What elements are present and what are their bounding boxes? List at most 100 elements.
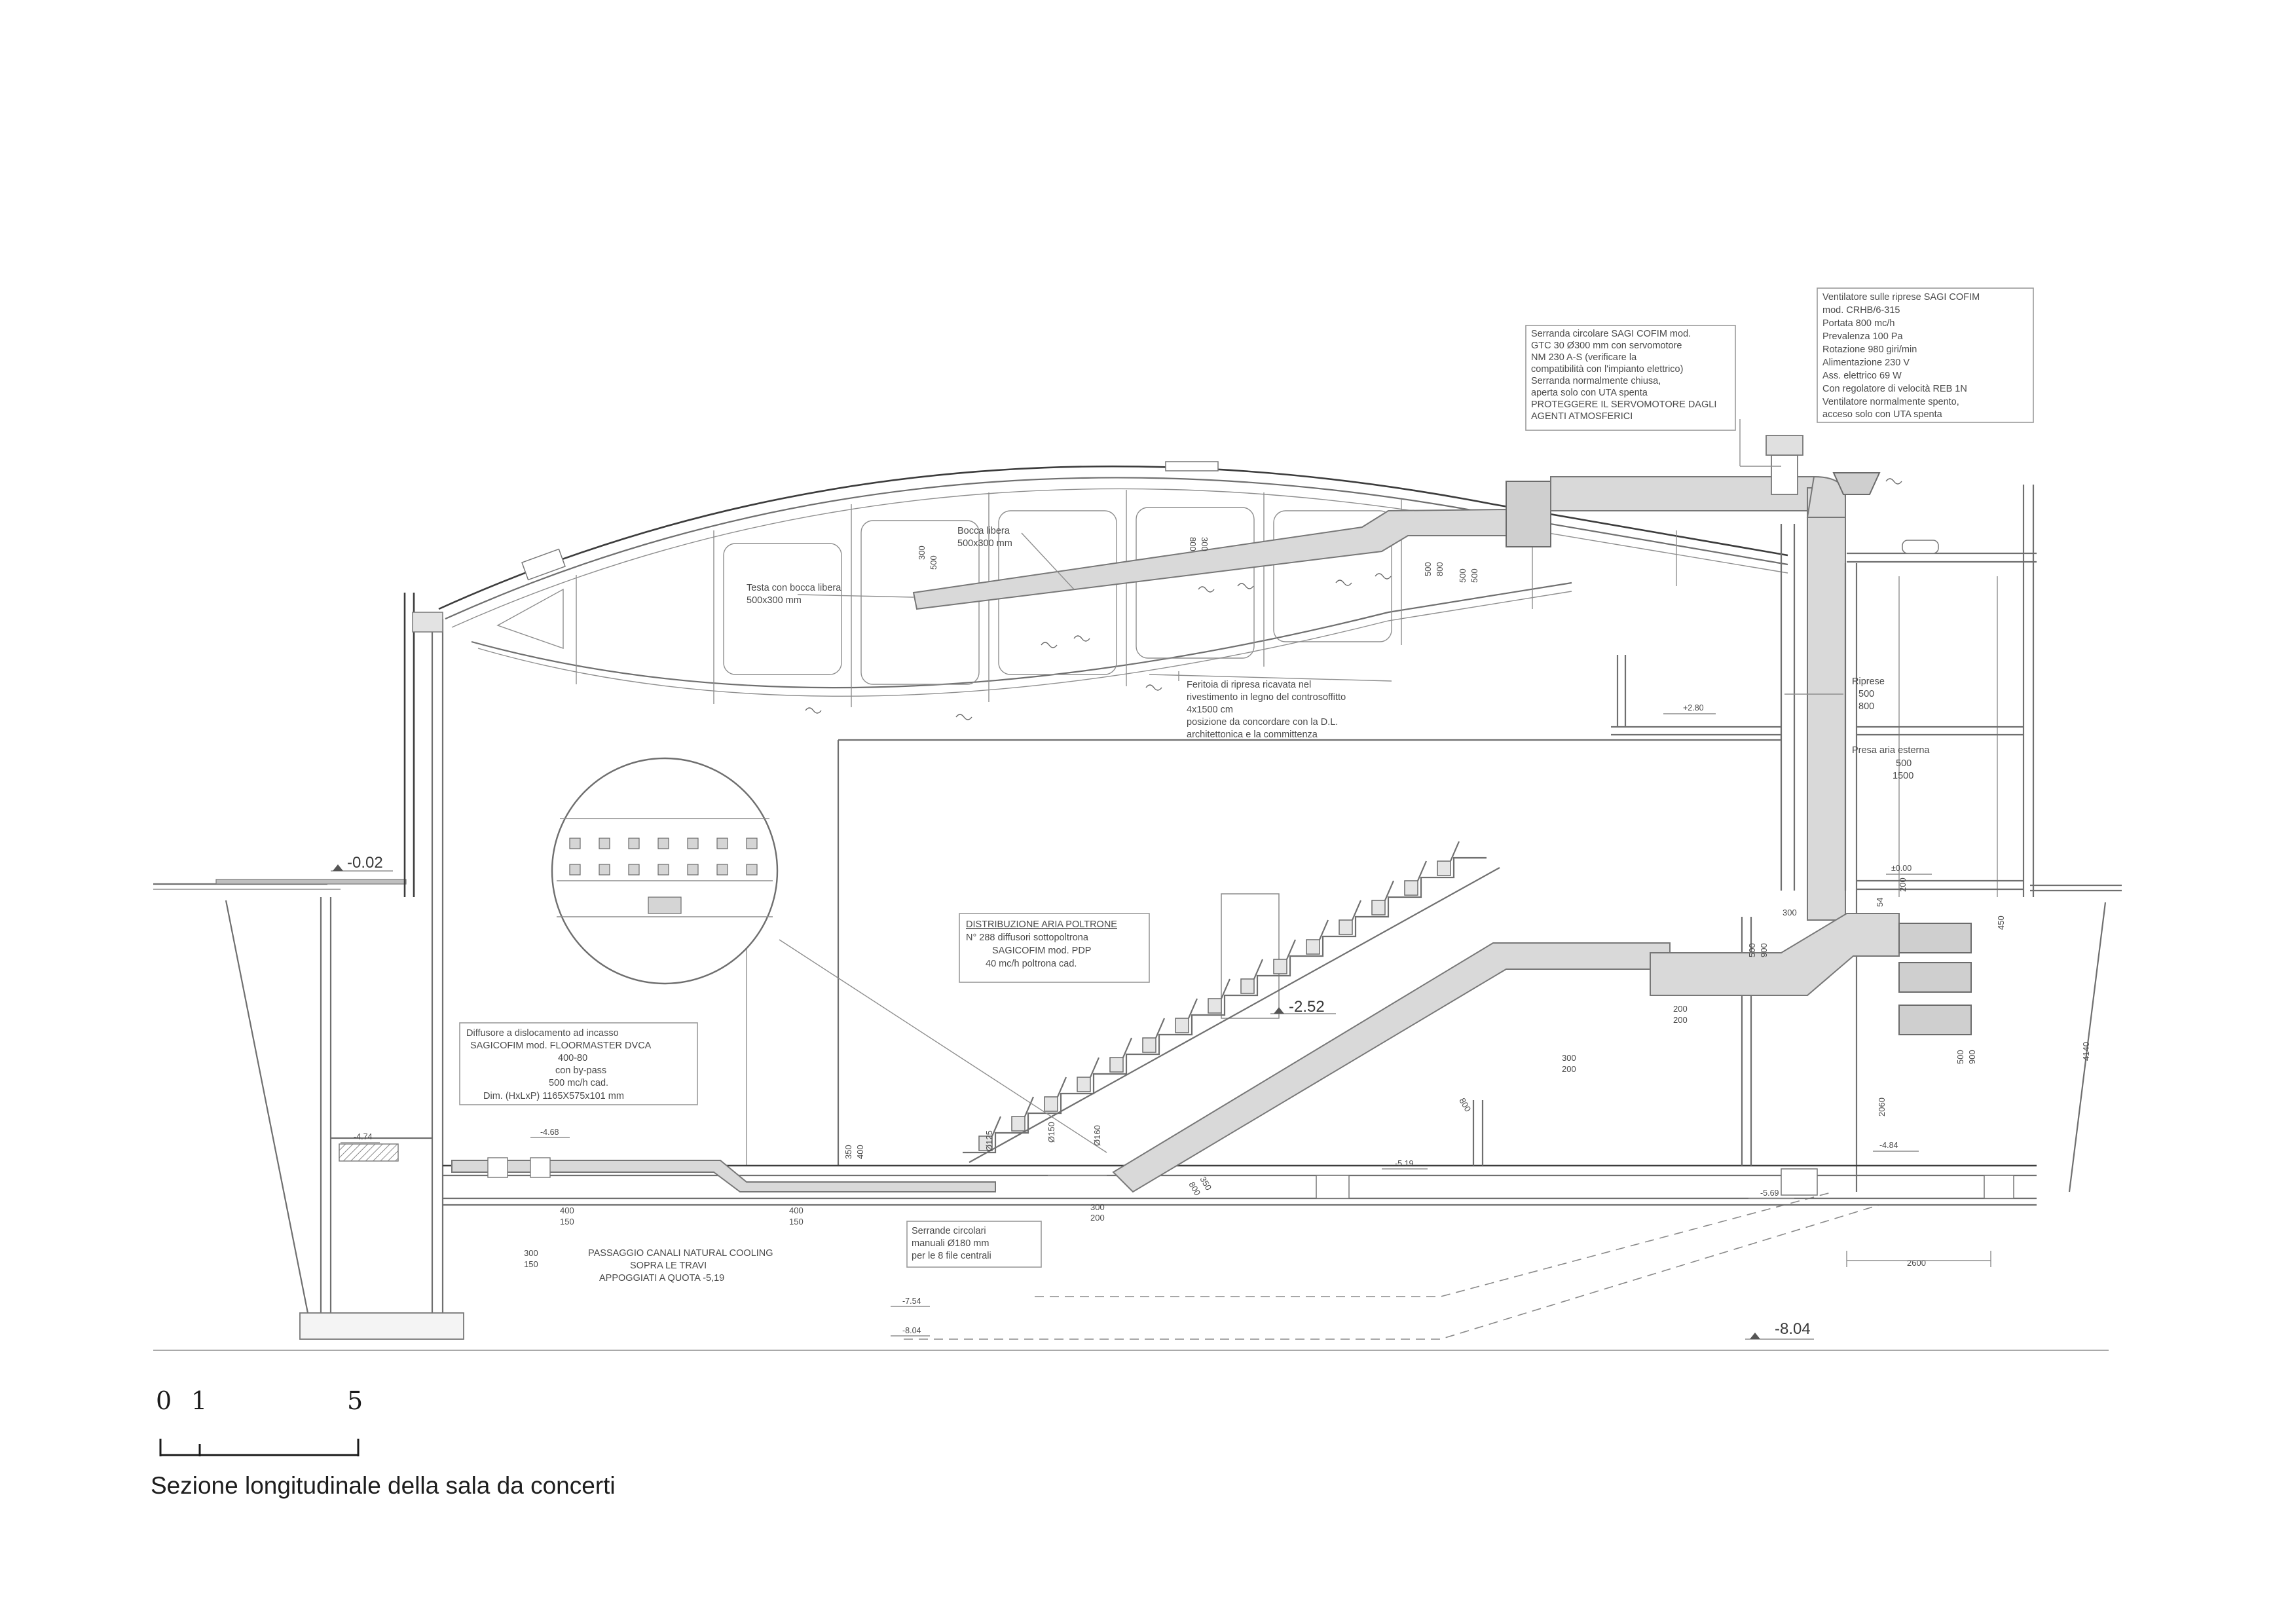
note-serrande-circolari-line-2: manuali Ø180 mm	[912, 1238, 989, 1249]
level-minus-4-74: -4.74	[354, 1132, 373, 1141]
left-wall	[299, 593, 464, 1340]
dim-300-s: 300	[917, 545, 927, 560]
dim-300-l: 300	[1200, 537, 1210, 551]
note-ventilatore-line-7: Ass. elettrico 69 W	[1822, 371, 1902, 381]
dim-900-h: 900	[1759, 943, 1769, 957]
ground-lines	[153, 879, 2122, 1351]
dim-150-b: 150	[789, 1217, 804, 1227]
level-minus-4-84: -4.84	[1879, 1141, 1898, 1150]
note-diffusore-line-5: 500 mc/h cad.	[549, 1078, 608, 1088]
note-ventilatore-line-6: Alimentazione 230 V	[1822, 358, 1910, 368]
level-minus-2-52: -2.52	[1289, 998, 1325, 1016]
note-distribuzione-title: DISTRIBUZIONE ARIA POLTRONE	[966, 919, 1117, 930]
note-serrande-circolari-line-3: per le 8 file centrali	[912, 1251, 991, 1261]
note-testa-line-2: 500x300 mm	[747, 595, 802, 606]
note-feritoia-line-5: architettonica e la committenza	[1187, 729, 1318, 740]
dim-800-l: 800	[1188, 537, 1198, 551]
note-diffusore-line-2: SAGICOFIM mod. FLOORMASTER DVCA	[470, 1041, 652, 1051]
note-serranda-line-2: GTC 30 Ø300 mm con servomotore	[1531, 341, 1682, 351]
note-presa-aria-label: Presa aria esterna	[1852, 745, 1930, 756]
dim-150-a: 150	[560, 1217, 574, 1227]
dim-800-p: 800	[1457, 1096, 1473, 1113]
leader-lines	[797, 419, 1843, 1176]
dim-400-b: 400	[789, 1206, 804, 1215]
note-feritoia-line-3: 4x1500 cm	[1187, 705, 1233, 715]
dim-500-h: 500	[1747, 943, 1757, 957]
note-serranda-line-8: AGENTI ATMOSFERICI	[1531, 411, 1633, 422]
note-ventilatore-line-8: Con regolatore di velocità REB 1N	[1822, 384, 1967, 394]
dim-2060: 2060	[1877, 1098, 1887, 1116]
airflow-arrows	[805, 478, 1902, 720]
scale-label-0: 0	[156, 1386, 172, 1415]
dim-dia-160: Ø160	[1092, 1125, 1102, 1146]
raked-seating	[451, 841, 1972, 1193]
detail-callout-circle	[551, 757, 1107, 1153]
note-ventilatore-line-1: Ventilatore sulle riprese SAGI COFIM	[1822, 292, 1980, 303]
dim-500-o: 500	[1469, 568, 1479, 583]
dim-200-r: 200	[1898, 877, 1908, 892]
note-diffusore-line-1: Diffusore a dislocamento ad incasso	[466, 1028, 619, 1039]
note-serranda-line-5: Serranda normalmente chiusa,	[1531, 376, 1661, 386]
note-bocca-libera-line-1: Bocca libera	[957, 526, 1010, 536]
dim-300-d: 300	[1090, 1202, 1105, 1212]
note-serranda: Serranda circolare SAGI COFIM mod. GTC 3…	[1525, 325, 1736, 431]
dim-150-c: 150	[524, 1259, 538, 1269]
level-plus-2-80: +2.80	[1683, 703, 1704, 712]
note-passaggio-line-1: PASSAGGIO CANALI NATURAL COOLING	[588, 1248, 773, 1259]
note-serranda-line-1: Serranda circolare SAGI COFIM mod.	[1531, 329, 1691, 339]
dim-450: 450	[1996, 915, 2006, 930]
note-ventilatore: Ventilatore sulle riprese SAGI COFIM mod…	[1817, 287, 2034, 423]
note-ventilatore-line-3: Portata 800 mc/h	[1822, 318, 1895, 329]
note-serranda-line-3: NM 230 A-S (verificare la	[1531, 352, 1637, 363]
note-distribuzione-line-3: SAGICOFIM mod. PDP	[992, 946, 1091, 956]
note-feritoia: Feritoia di ripresa ricavata nel rivesti…	[1187, 680, 1346, 740]
dim-dia-150: Ø150	[1046, 1122, 1056, 1143]
note-riprese-500: 500	[1858, 689, 1874, 699]
note-feritoia-line-2: rivestimento in legno del controsoffitto	[1187, 692, 1346, 703]
dim-500-m: 500	[1423, 562, 1433, 576]
level-minus-8-04-small: -8.04	[902, 1326, 921, 1335]
dim-400-j: 400	[855, 1145, 865, 1159]
roof-vault	[438, 461, 1788, 707]
dim-dia-125: Ø125	[984, 1130, 994, 1151]
note-feritoia-line-1: Feritoia di ripresa ricavata nel	[1187, 680, 1311, 690]
dim-200-g: 200	[1562, 1064, 1576, 1074]
scale-bar: 0 1 5	[156, 1386, 363, 1456]
note-testa-line-1: Testa con bocca libera	[747, 583, 841, 593]
level-minus-5-19: -5.19	[1395, 1159, 1414, 1168]
note-distribuzione-line-2: N° 288 diffusori sottopoltrona	[966, 932, 1089, 943]
note-serranda-line-7: PROTEGGERE IL SERVOMOTORE DAGLI	[1531, 399, 1716, 410]
note-diffusore: Diffusore a dislocamento ad incasso SAGI…	[459, 1022, 698, 1105]
note-ventilatore-line-9: Ventilatore normalmente spento,	[1822, 397, 1959, 407]
level-minus-4-68: -4.68	[540, 1128, 559, 1137]
note-ventilatore-line-2: mod. CRHB/6-315	[1822, 305, 1900, 316]
ceiling-duct	[912, 476, 1815, 610]
scale-label-5: 5	[347, 1386, 363, 1415]
note-diffusore-line-3: 400-80	[558, 1053, 587, 1063]
level-minus-5-69: -5.69	[1760, 1189, 1779, 1198]
dim-200-d: 200	[1090, 1213, 1105, 1223]
dim-54: 54	[1875, 898, 1885, 907]
dim-300-c: 300	[524, 1248, 538, 1258]
seat-row-group	[978, 841, 1460, 1151]
dim-4140: 4140	[2081, 1042, 2091, 1061]
dim-800-m: 800	[1435, 562, 1445, 576]
scale-label-1: 1	[191, 1386, 207, 1415]
note-distribuzione: DISTRIBUZIONE ARIA POLTRONE N° 288 diffu…	[959, 913, 1150, 983]
dim-200-e: 200	[1673, 1004, 1688, 1014]
vertical-shaft	[1611, 435, 2037, 1192]
note-serranda-line-6: aperta solo con UTA spenta	[1531, 388, 1648, 398]
dim-400-a: 400	[560, 1206, 574, 1215]
note-bocca-libera-line-2: 500x300 mm	[957, 538, 1012, 549]
note-feritoia-line-4: posizione da concordare con la D.L.	[1187, 717, 1338, 728]
note-presa-aria-500: 500	[1896, 758, 1912, 769]
dim-500-s: 500	[929, 555, 938, 570]
note-serranda-line-4: compatibilità con l'impianto elettrico)	[1531, 364, 1683, 375]
note-ventilatore-line-4: Prevalenza 100 Pa	[1822, 331, 1903, 342]
dim-900-i: 900	[1967, 1050, 1977, 1064]
dim-500-n: 500	[1458, 568, 1468, 583]
dim-300-q: 300	[1783, 908, 1797, 917]
note-distribuzione-line-4: 40 mc/h poltrona cad.	[986, 959, 1077, 969]
note-passaggio-line-3: APPOGGIATI A QUOTA -5,19	[599, 1273, 724, 1283]
note-passaggio-line-2: SOPRA LE TRAVI	[630, 1261, 707, 1271]
